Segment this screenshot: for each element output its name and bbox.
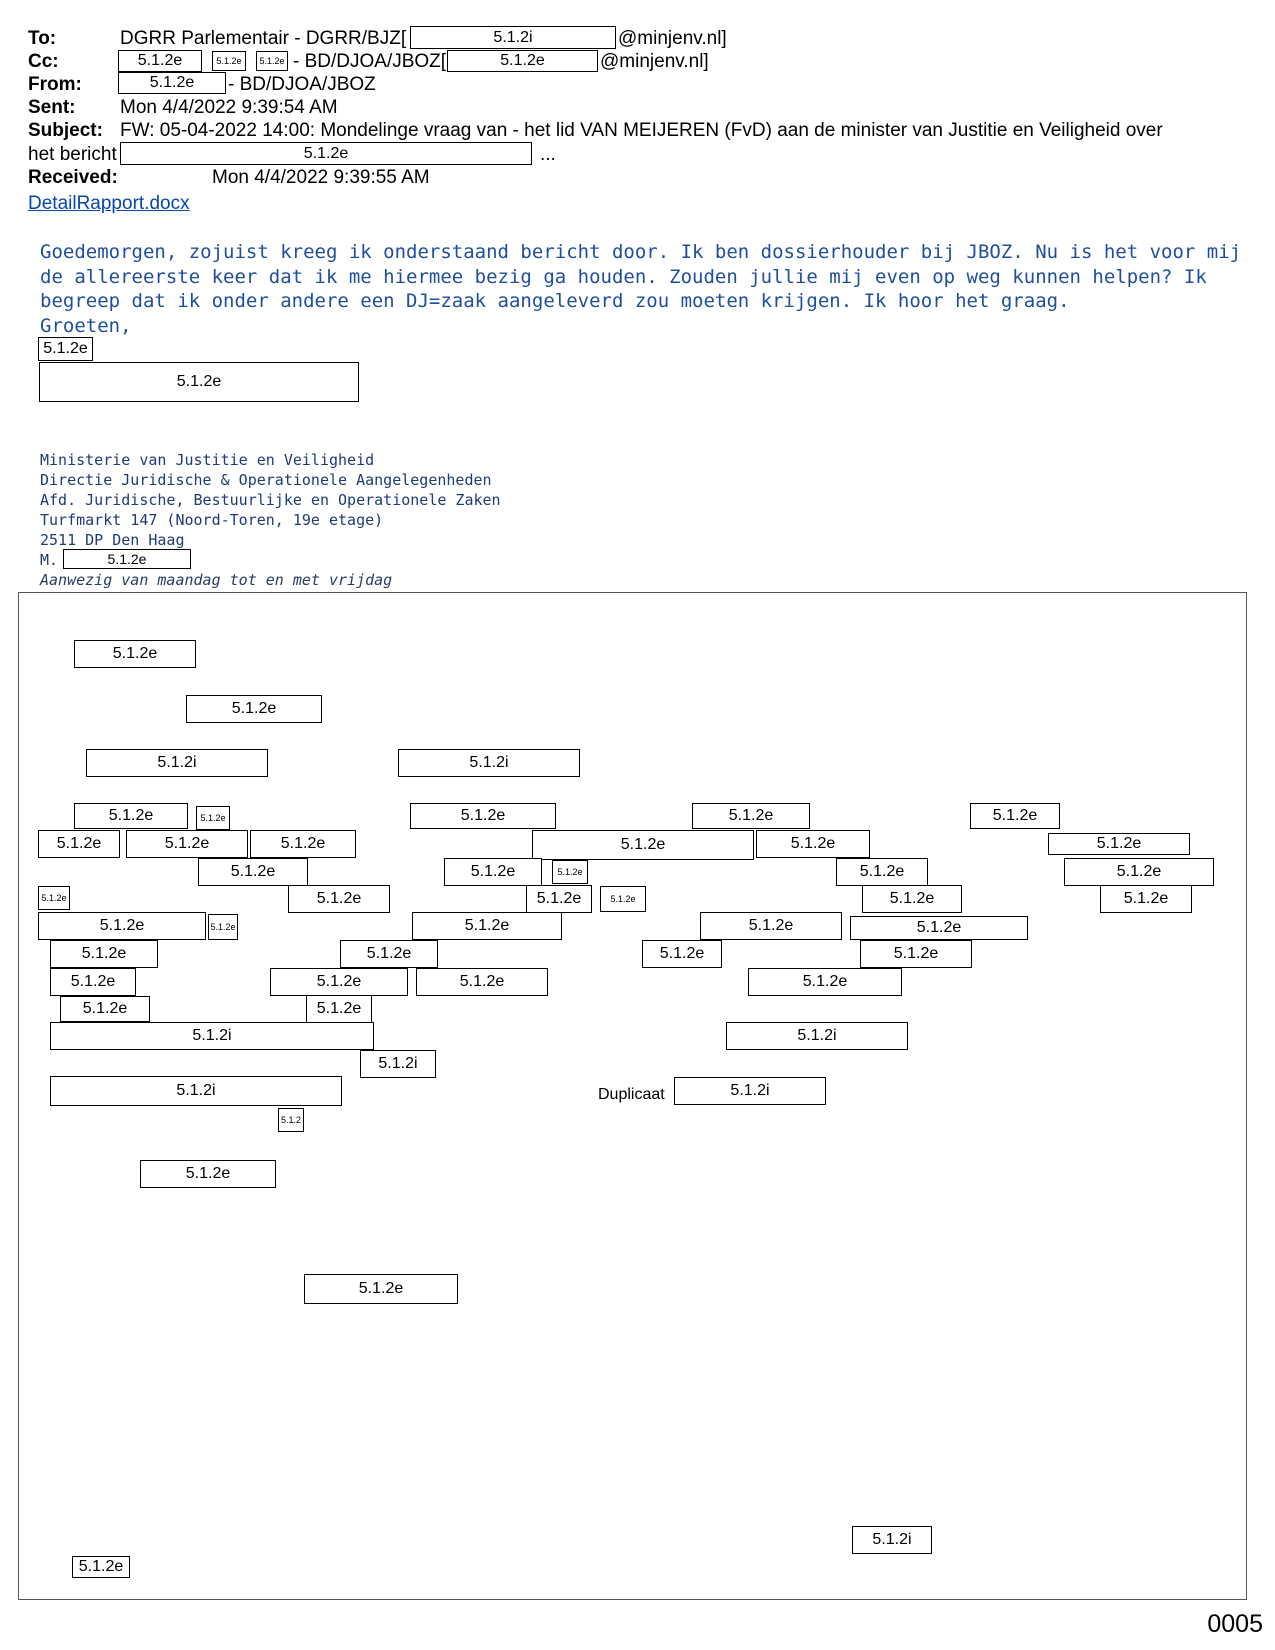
redaction-box: 5.1.2i	[674, 1077, 826, 1105]
redaction-box: 5.1.2i	[398, 749, 580, 777]
redaction-box: 5.1.2e	[38, 830, 120, 858]
message-greeting: Groeten,	[40, 314, 132, 337]
message-body: Goedemorgen, zojuist kreeg ik onderstaan…	[40, 240, 1250, 338]
redaction-box: 5.1.2e	[532, 830, 754, 860]
redaction-box: 5.1.2e	[208, 914, 238, 940]
redaction-box: 5.1.2e	[447, 50, 598, 72]
redaction-box: 5.1.2i	[852, 1526, 932, 1554]
subject-ellipsis: ...	[540, 144, 556, 165]
redaction-box: 5.1.2e	[552, 860, 588, 884]
redaction-box: 5.1.2e	[748, 968, 902, 996]
sig-mobile-label: M.	[40, 551, 59, 569]
to-label: To:	[28, 28, 57, 49]
redaction-box: 5.1.2e	[38, 912, 206, 940]
redaction-box: 5.1.2e	[74, 803, 188, 829]
redaction-box: 5.1.2e	[256, 51, 288, 71]
redaction-box: 5.1.2e	[140, 1160, 276, 1188]
redaction-box: 5.1.2e	[50, 940, 158, 968]
redaction-box: 5.1.2e	[600, 886, 646, 912]
to-value: DGRR Parlementair - DGRR/BJZ[	[120, 28, 407, 49]
redaction-box: 5.1.2e	[412, 912, 562, 940]
redaction-box: 5.1.2e	[416, 968, 548, 996]
cc-suffix: @minjenv.nl]	[600, 51, 709, 72]
redaction-box: 5.1.2	[278, 1108, 304, 1132]
redaction-box: 5.1.2e	[444, 858, 542, 886]
sig-city: 2511 DP Den Haag	[40, 531, 185, 549]
sig-directorate: Directie Juridische & Operationele Aange…	[40, 471, 492, 489]
redaction-box: 5.1.2e	[410, 803, 556, 829]
subject-value: FW: 05-04-2022 14:00: Mondelinge vraag v…	[120, 120, 1163, 141]
redaction-box: 5.1.2e	[63, 549, 191, 569]
sig-department: Afd. Juridische, Bestuurlijke en Operati…	[40, 491, 501, 509]
redaction-box: 5.1.2e	[700, 912, 842, 940]
redaction-box: 5.1.2e	[692, 803, 810, 829]
redaction-box: 5.1.2i	[50, 1076, 342, 1106]
redaction-box: 5.1.2i	[410, 26, 616, 49]
redaction-box: 5.1.2e	[196, 806, 230, 830]
sig-availability: Aanwezig van maandag tot en met vrijdag	[40, 571, 393, 589]
redaction-box: 5.1.2i	[726, 1022, 908, 1050]
redaction-box: 5.1.2e	[1048, 833, 1190, 855]
redaction-box: 5.1.2e	[186, 695, 322, 723]
redaction-box: 5.1.2e	[198, 858, 308, 886]
redaction-box: 5.1.2e	[212, 51, 246, 71]
redaction-box: 5.1.2i	[360, 1050, 436, 1078]
from-value: - BD/DJOA/JBOZ	[228, 74, 376, 95]
redaction-box: 5.1.2e	[39, 362, 359, 402]
redaction-box: 5.1.2e	[306, 995, 372, 1023]
cc-label: Cc:	[28, 51, 59, 72]
redaction-box: 5.1.2e	[862, 885, 962, 913]
redaction-box: 5.1.2e	[270, 968, 408, 996]
redaction-box: 5.1.2e	[526, 885, 592, 913]
redaction-box: 5.1.2e	[860, 940, 972, 968]
redaction-box: 5.1.2e	[118, 50, 202, 72]
redaction-box: 5.1.2e	[304, 1274, 458, 1304]
redaction-box: 5.1.2e	[970, 803, 1060, 829]
redaction-box: 5.1.2e	[50, 968, 136, 996]
from-label: From:	[28, 74, 82, 95]
redaction-box: 5.1.2e	[642, 940, 722, 968]
redaction-box: 5.1.2e	[1064, 858, 1214, 886]
redaction-box: 5.1.2e	[836, 858, 928, 886]
redaction-box: 5.1.2e	[120, 142, 532, 165]
redaction-box: 5.1.2i	[86, 749, 268, 777]
redaction-box: 5.1.2e	[118, 72, 226, 94]
redaction-box: 5.1.2e	[340, 940, 438, 968]
subject-continuation: het bericht	[28, 144, 117, 165]
redaction-box: 5.1.2e	[288, 885, 390, 913]
redaction-box: 5.1.2i	[50, 1022, 374, 1050]
redaction-box: 5.1.2e	[74, 640, 196, 668]
sent-value: Mon 4/4/2022 9:39:54 AM	[120, 97, 338, 118]
redaction-box: 5.1.2e	[72, 1556, 130, 1578]
redaction-box: 5.1.2e	[850, 916, 1028, 940]
redaction-box: 5.1.2e	[126, 830, 248, 858]
received-label: Received:	[28, 167, 118, 188]
embedded-document	[18, 592, 1247, 1600]
redaction-box: 5.1.2e	[756, 830, 870, 858]
sent-label: Sent:	[28, 97, 76, 118]
sig-address: Turfmarkt 147 (Noord-Toren, 19e etage)	[40, 511, 384, 529]
duplicate-label: Duplicaat	[598, 1086, 665, 1103]
page-number: 0005	[1207, 1610, 1263, 1638]
redaction-box: 5.1.2e	[38, 337, 93, 361]
cc-middle: - BD/DJOA/JBOZ[	[293, 51, 447, 72]
subject-label: Subject:	[28, 120, 103, 141]
redaction-box: 5.1.2e	[250, 830, 356, 858]
attachment-link[interactable]: DetailRapport.docx	[28, 193, 190, 214]
to-suffix: @minjenv.nl]	[618, 28, 727, 49]
redaction-box: 5.1.2e	[1100, 885, 1192, 913]
redaction-box: 5.1.2e	[38, 886, 70, 910]
sig-ministry: Ministerie van Justitie en Veiligheid	[40, 451, 375, 469]
redaction-box: 5.1.2e	[60, 996, 150, 1022]
received-value: Mon 4/4/2022 9:39:55 AM	[212, 167, 430, 188]
message-text: Goedemorgen, zojuist kreeg ik onderstaan…	[40, 241, 1242, 312]
